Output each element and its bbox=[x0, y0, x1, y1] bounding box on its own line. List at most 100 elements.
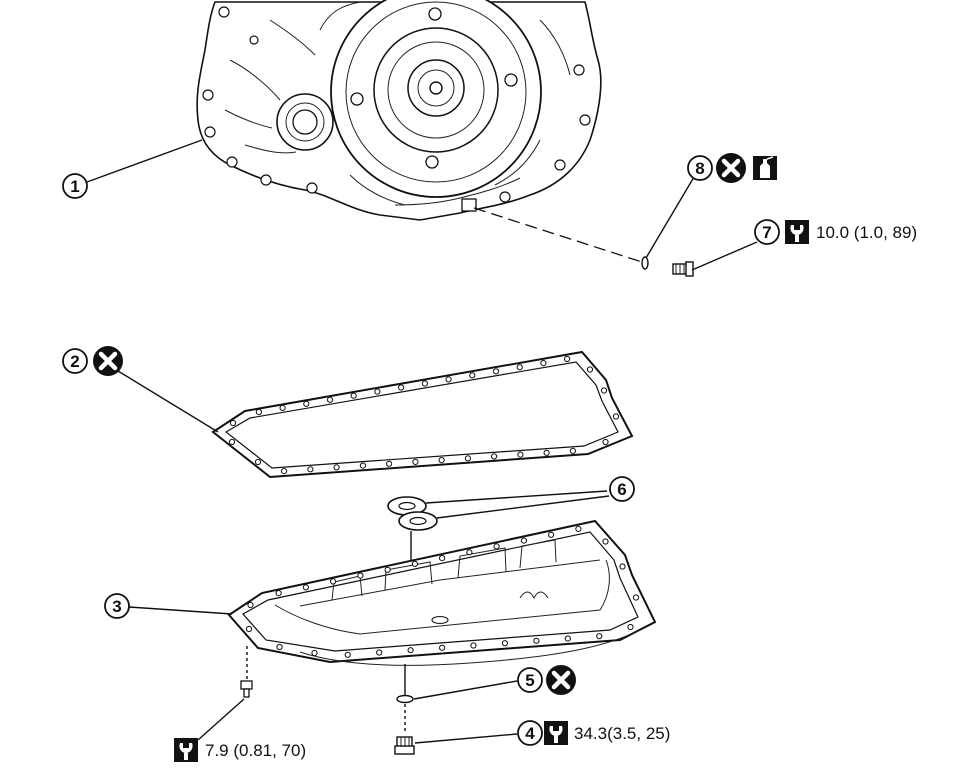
bolt-hole bbox=[411, 560, 418, 568]
torque-wrench-icon bbox=[785, 220, 809, 244]
bolt-hole bbox=[619, 563, 626, 570]
bolt-hole bbox=[254, 458, 262, 466]
leader-1 bbox=[86, 139, 203, 183]
bolt-hole bbox=[359, 462, 366, 469]
leader-8 bbox=[645, 176, 695, 259]
bolt-hole bbox=[407, 647, 414, 654]
bolt-hole bbox=[602, 438, 609, 446]
bolt-hole bbox=[564, 635, 571, 642]
bolt-hole bbox=[350, 392, 357, 399]
magnet-part-6 bbox=[387, 496, 438, 531]
callout-3: 3 bbox=[104, 593, 130, 619]
bolt-hole bbox=[326, 396, 334, 403]
leader-6b bbox=[436, 495, 610, 519]
drain-plug-part-4 bbox=[394, 736, 415, 755]
bolt-hole bbox=[548, 531, 555, 538]
bolt-hole bbox=[540, 360, 547, 367]
callout-4: 4 bbox=[517, 720, 543, 746]
sealant-bottle-icon bbox=[752, 155, 778, 181]
bolt-hole bbox=[533, 637, 540, 644]
bolt-hole bbox=[445, 376, 452, 383]
bolt-hole bbox=[228, 438, 236, 446]
bolt-hole bbox=[374, 388, 381, 395]
bolt-hole bbox=[469, 372, 476, 379]
bolt-hole bbox=[517, 451, 524, 458]
callout-2-number: 2 bbox=[70, 352, 79, 371]
bolt-hole bbox=[344, 651, 351, 658]
bolt-hole bbox=[564, 355, 571, 363]
pan-bolt bbox=[240, 680, 253, 698]
torque-wrench-icon bbox=[544, 721, 568, 745]
leader-3 bbox=[128, 606, 233, 615]
bolt-hole bbox=[276, 643, 283, 651]
bolt-hole bbox=[384, 566, 391, 573]
bolt-hole bbox=[491, 453, 498, 460]
bolt-hole bbox=[386, 460, 393, 467]
bolt-hole bbox=[543, 449, 550, 456]
pan-bolt-leader bbox=[197, 698, 245, 741]
assembly-axis-line bbox=[473, 207, 643, 263]
drain-gasket-part-5 bbox=[396, 694, 414, 704]
callout-4-number: 4 bbox=[525, 724, 535, 743]
bolt-hole bbox=[421, 380, 428, 387]
leader-2 bbox=[117, 370, 219, 433]
bolt-hole bbox=[464, 455, 471, 462]
callout-8: 8 bbox=[687, 155, 713, 181]
callout-6: 6 bbox=[609, 476, 635, 502]
bolt-hole bbox=[600, 387, 608, 394]
bolt-hole bbox=[302, 584, 309, 591]
bolt-hole bbox=[612, 413, 620, 420]
washer-part-8 bbox=[641, 256, 649, 270]
bolt-hole bbox=[255, 408, 262, 416]
callout-1-number: 1 bbox=[70, 177, 79, 196]
bolt-hole bbox=[575, 525, 582, 533]
bolt-hole bbox=[520, 537, 528, 544]
do-not-reuse-icon bbox=[546, 665, 576, 695]
bolt-hole bbox=[439, 644, 446, 651]
bolt-hole bbox=[412, 458, 419, 465]
bolt-hole bbox=[275, 590, 282, 597]
drain-plug-torque: 34.3(3.5, 25) bbox=[574, 724, 670, 743]
leader-7 bbox=[691, 241, 758, 271]
bolt-hole bbox=[632, 594, 640, 601]
bolt-hole bbox=[376, 649, 383, 656]
bolt-hole bbox=[245, 625, 253, 633]
callout-7: 7 bbox=[754, 219, 780, 245]
torque-wrench-icon bbox=[174, 738, 198, 762]
callout-5: 5 bbox=[517, 667, 543, 693]
leader-5 bbox=[413, 680, 518, 700]
bolt-hole bbox=[311, 649, 318, 657]
callout-8-number: 8 bbox=[695, 159, 704, 178]
bolt-hole bbox=[466, 549, 473, 556]
oil-pan-part-3 bbox=[227, 519, 657, 666]
bolt-hole bbox=[279, 404, 286, 411]
bolt-hole bbox=[439, 555, 446, 562]
bolt-hole bbox=[398, 384, 405, 391]
bolt-hole bbox=[493, 543, 500, 550]
bolt-hole bbox=[492, 368, 500, 375]
do-not-reuse-icon bbox=[716, 153, 746, 183]
bolt-hole bbox=[333, 464, 340, 471]
callout-7-number: 7 bbox=[762, 223, 771, 242]
pan-bolt-torque: 7.9 (0.81, 70) bbox=[205, 741, 306, 760]
callout-1: 1 bbox=[62, 173, 88, 199]
bolt-hole bbox=[307, 466, 314, 473]
callout-2: 2 bbox=[62, 348, 88, 374]
bolt-hole bbox=[247, 601, 254, 609]
leader-6a bbox=[425, 490, 608, 504]
fill-plug-torque: 10.0 (1.0, 89) bbox=[816, 223, 917, 242]
bolt-hole bbox=[596, 633, 603, 640]
callout-5-number: 5 bbox=[525, 671, 534, 690]
bolt-hole bbox=[229, 419, 237, 427]
bolt-hole bbox=[627, 623, 634, 631]
callout-3-number: 3 bbox=[112, 597, 121, 616]
bolt-hole bbox=[303, 400, 310, 407]
bolt-hole bbox=[281, 468, 288, 475]
bolt-hole bbox=[516, 364, 523, 371]
gasket-part-2 bbox=[211, 350, 634, 479]
transaxle-assembly bbox=[196, 0, 602, 221]
bolt-hole bbox=[602, 538, 609, 545]
plug-part-7 bbox=[672, 261, 694, 277]
callout-6-number: 6 bbox=[617, 480, 626, 499]
